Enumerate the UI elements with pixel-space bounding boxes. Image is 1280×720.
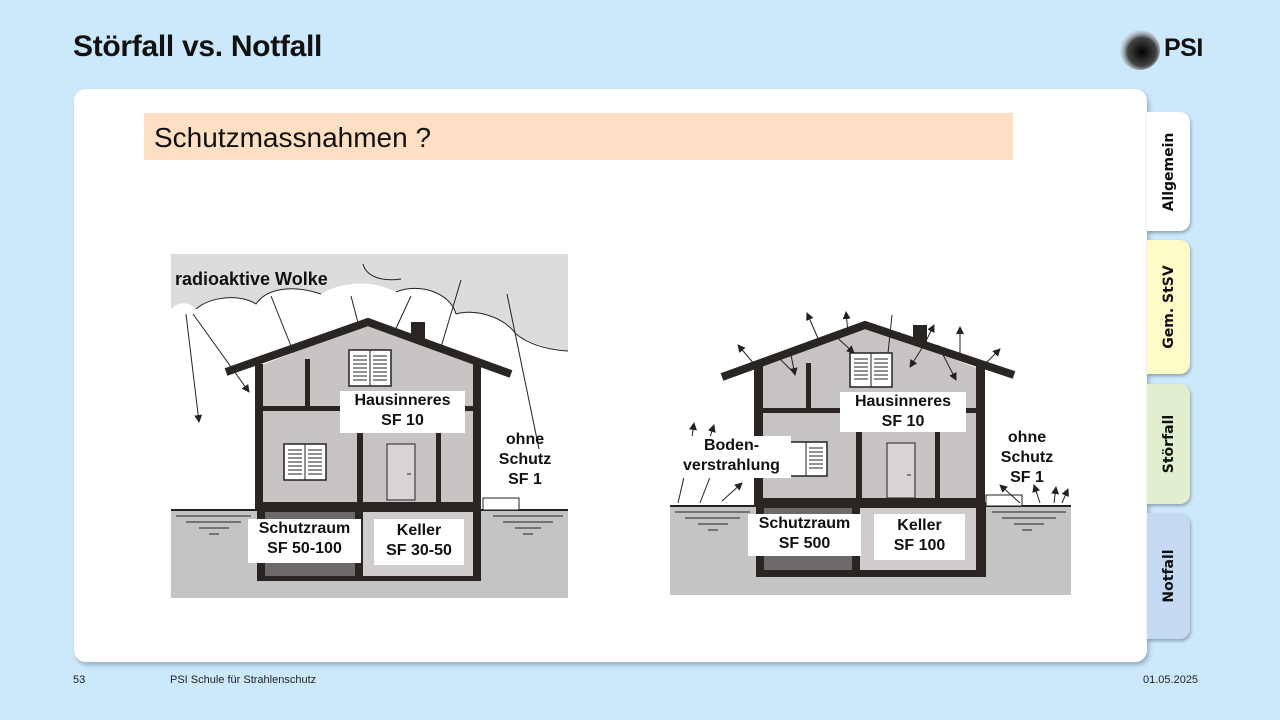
right-schutzraum-label: Schutzraum SF 500	[748, 514, 861, 556]
right-boden-label: Boden- verstrahlung	[672, 436, 791, 478]
tab-label: Allgemein	[1160, 132, 1177, 211]
tab-label: Gem. StSV	[1160, 265, 1177, 349]
right-ohne-line1: ohne	[1007, 429, 1047, 446]
tab-allgemein[interactable]: Allgemein	[1147, 112, 1190, 231]
left-hausinneres-sf: SF 10	[381, 412, 424, 429]
right-ohne-sf: SF 1	[1010, 469, 1044, 486]
left-keller-title: Keller	[396, 522, 442, 539]
left-ohne-line2: Schutz	[498, 451, 552, 468]
right-hausinneres-sf: SF 10	[881, 413, 925, 430]
section-banner: Schutzmassnahmen ?	[144, 113, 1013, 160]
tab-label: Störfall	[1160, 414, 1177, 474]
right-keller-sf: SF 100	[893, 537, 946, 554]
left-ohne-schutz-label: ohne Schutz SF 1	[490, 430, 560, 490]
footer-organization: PSI Schule für Strahlenschutz	[170, 674, 317, 686]
banner-text: Schutzmassnahmen ?	[154, 122, 432, 153]
footer-date: 01.05.2025	[1143, 674, 1199, 686]
tab-label: Notfall	[1160, 549, 1177, 603]
right-hausinneres-label: Hausinneres SF 10	[840, 392, 966, 432]
right-boden-line2: verstrahlung	[683, 457, 780, 474]
tab-stoerfall[interactable]: Störfall	[1147, 384, 1190, 504]
left-schutzraum-label: Schutzraum SF 50-100	[248, 519, 361, 563]
right-boden-line1: Boden-	[703, 437, 760, 454]
left-keller-sf: SF 30-50	[386, 542, 452, 559]
right-keller-title: Keller	[897, 517, 942, 534]
left-hausinneres-label: Hausinneres SF 10	[340, 391, 465, 433]
left-schutzraum-sf: SF 50-100	[267, 540, 342, 557]
right-hausinneres-title: Hausinneres	[854, 393, 952, 410]
logo-text: PSI	[1164, 34, 1203, 62]
right-ohne-schutz-label: ohne Schutz SF 1	[992, 428, 1062, 488]
right-schutzraum-sf: SF 500	[778, 535, 831, 552]
tab-notfall[interactable]: Notfall	[1147, 513, 1190, 639]
right-keller-label: Keller SF 100	[874, 514, 965, 560]
left-ohne-line1: ohne	[505, 431, 545, 448]
left-schutzraum-title: Schutzraum	[258, 520, 351, 537]
left-hausinneres-title: Hausinneres	[354, 392, 451, 409]
tab-gem-stsv[interactable]: Gem. StSV	[1147, 240, 1190, 374]
page-number: 53	[73, 674, 86, 686]
psi-logo-icon	[1120, 30, 1160, 70]
left-keller-label: Keller SF 30-50	[374, 519, 464, 565]
slide-title: Störfall vs. Notfall	[73, 30, 323, 63]
right-schutzraum-title: Schutzraum	[758, 515, 851, 532]
cloud-label: radioaktive Wolke	[175, 269, 328, 289]
left-ohne-sf: SF 1	[508, 471, 542, 488]
right-ohne-line2: Schutz	[1000, 449, 1054, 466]
